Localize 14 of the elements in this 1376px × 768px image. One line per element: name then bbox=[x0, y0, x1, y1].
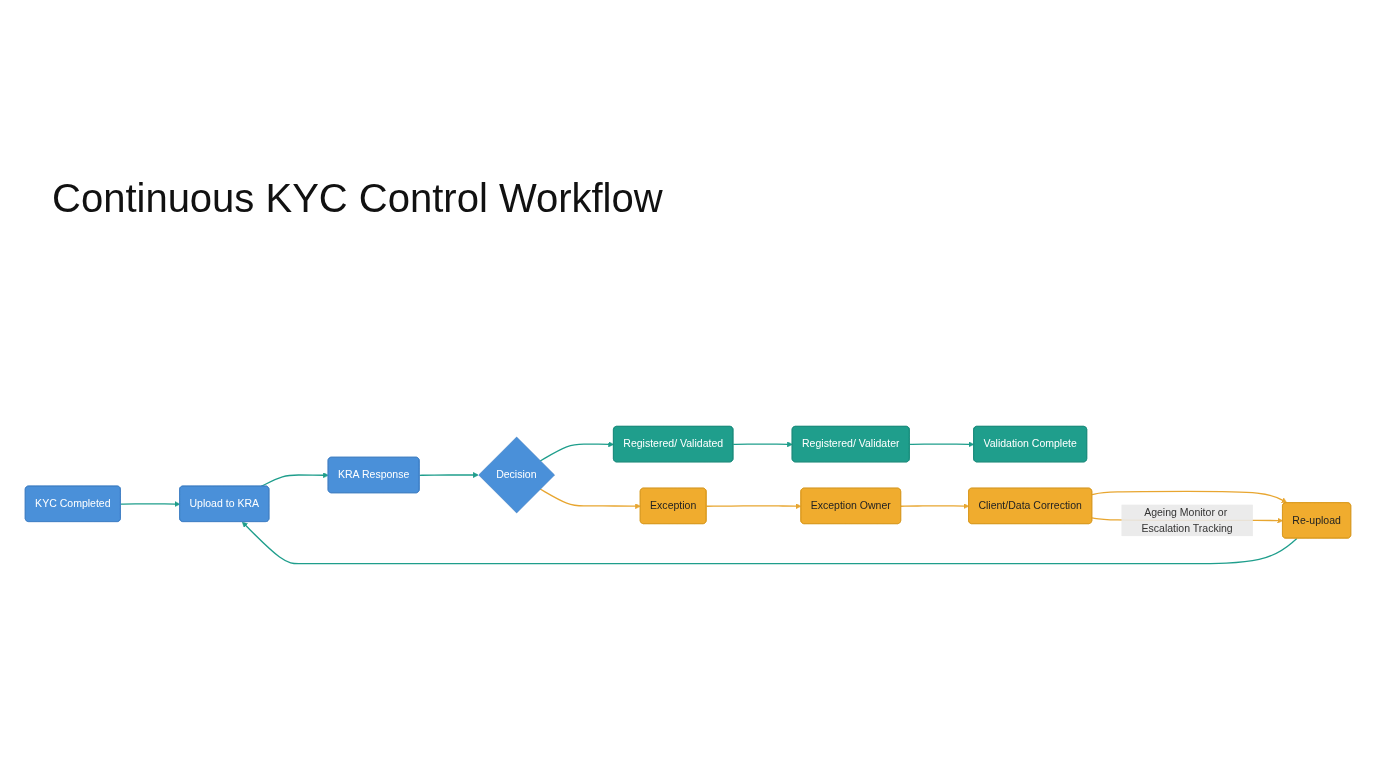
arrow bbox=[732, 441, 793, 448]
arrow bbox=[539, 488, 641, 510]
arrow bbox=[418, 472, 479, 478]
arrow bbox=[539, 441, 614, 462]
arrow bbox=[1091, 490, 1288, 504]
arrow bbox=[260, 472, 329, 488]
arrow bbox=[705, 503, 802, 510]
arrow bbox=[242, 521, 1298, 565]
edge-label: Ageing Monitor or Escalation Tracking bbox=[1141, 506, 1233, 534]
arrow bbox=[909, 441, 975, 448]
node-diamond: Decision bbox=[478, 436, 555, 514]
arrow bbox=[120, 501, 181, 507]
diagram-title: Continuous KYC Control Workflow bbox=[52, 176, 663, 221]
arrow bbox=[900, 503, 970, 509]
